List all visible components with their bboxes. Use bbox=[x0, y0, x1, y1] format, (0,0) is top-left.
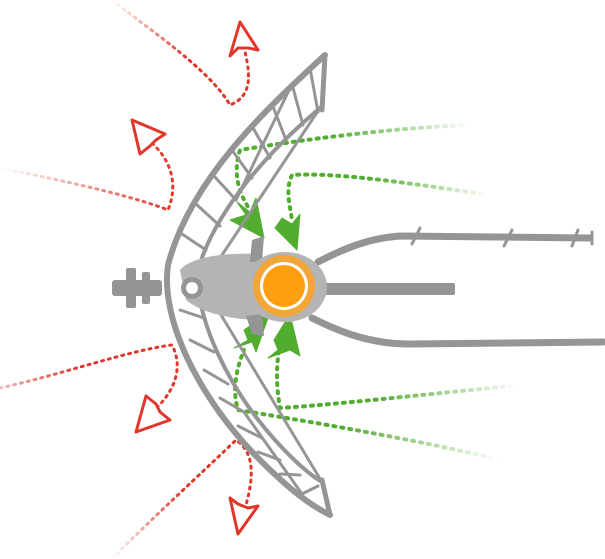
housing-tab bbox=[250, 236, 264, 262]
reflected-signal-path bbox=[110, 0, 250, 107]
reflected-signal-path bbox=[0, 136, 175, 212]
reflector-rungs-bottom bbox=[178, 308, 320, 496]
reflected-signal-path bbox=[0, 343, 179, 414]
director-arm-bottom bbox=[308, 314, 605, 348]
reflector-braces bbox=[210, 82, 324, 496]
director-elements bbox=[410, 226, 594, 248]
mast-clamp-ring bbox=[126, 268, 136, 308]
boom bbox=[300, 283, 455, 295]
reflected-arrow-icon bbox=[130, 118, 167, 156]
antenna-housing bbox=[180, 253, 262, 320]
captured-signal-path bbox=[286, 172, 492, 222]
pivot-joint-inner bbox=[186, 282, 198, 294]
reflected-arrow-icon bbox=[134, 394, 172, 434]
mast-clamp-ring bbox=[142, 272, 150, 304]
reflector-tip bbox=[319, 52, 328, 113]
reflected-arrow-icon bbox=[228, 20, 260, 58]
reflected-arrow-icon bbox=[228, 496, 260, 536]
reflected-signals bbox=[0, 0, 260, 559]
director-arm-top bbox=[314, 232, 594, 266]
reflector-tip bbox=[319, 477, 333, 518]
captured-signal-path bbox=[234, 123, 472, 212]
signal-receiver-icon bbox=[243, 252, 327, 322]
receiver-core bbox=[263, 265, 305, 307]
mast-clamp bbox=[112, 280, 162, 296]
captured-signal-path bbox=[275, 343, 522, 411]
yagi-antenna-icon bbox=[112, 52, 605, 518]
captured-arrow-icon bbox=[274, 213, 301, 251]
housing-tab bbox=[246, 314, 264, 336]
reflector-inner bbox=[195, 106, 324, 484]
reflector-outer bbox=[164, 52, 333, 518]
reflected-signal-path bbox=[110, 438, 253, 559]
captured-signal-path bbox=[233, 348, 502, 462]
